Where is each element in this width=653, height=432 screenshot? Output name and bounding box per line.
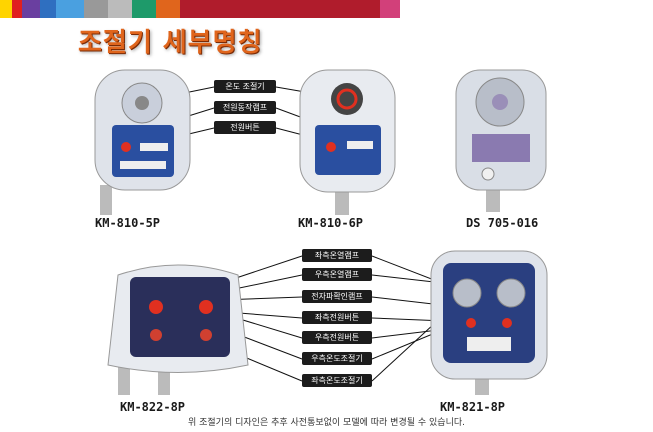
footer-note: 위 조절기의 디자인은 추후 사전통보없이 모델에 따라 변경될 수 있습니다. [187,418,465,428]
color-swatch [22,0,40,18]
label-emf-lamp: 전자파확인램프 [302,290,372,303]
model-name: KM-822-8P [120,400,186,414]
color-swatch [40,0,56,18]
color-swatch [84,0,108,18]
label-right-temp-controller: 우측온도조절기 [302,352,372,365]
model-name: KM-810-5P [95,216,161,230]
controller-km-822-8p [107,264,249,395]
color-swatch [156,0,180,18]
color-swatch [108,0,132,18]
label-right-power-button: 우측전원버튼 [302,331,372,344]
color-swatch [0,0,12,18]
controller-km-810-5p [94,69,191,215]
color-swatch [380,0,400,18]
color-swatch [132,0,156,18]
label-left-temp-controller: 좌측온도조절기 [302,374,372,387]
color-bar [0,0,653,18]
color-swatch [56,0,84,18]
model-name: DS 705-016 [466,216,539,230]
controller-km-810-6p [299,69,396,215]
color-swatch [180,0,380,18]
controller-ds-705-016 [455,69,547,212]
label-power-button: 전원버튼 [214,121,276,134]
model-name: KM-821-8P [440,400,506,414]
color-swatch [12,0,22,18]
controller-km-821-8p [430,250,548,395]
label-temp-controller: 온도 조절기 [214,80,276,93]
model-name: KM-810-6P [298,216,364,230]
page-title: 조절기 세부명칭 [78,28,263,58]
label-right-heat-lamp: 우측온열램프 [302,268,372,281]
label-left-heat-lamp: 좌측온열램프 [302,249,372,262]
label-left-power-button: 좌측전원버튼 [302,311,372,324]
label-power-lamp: 전원동작램프 [214,101,276,114]
